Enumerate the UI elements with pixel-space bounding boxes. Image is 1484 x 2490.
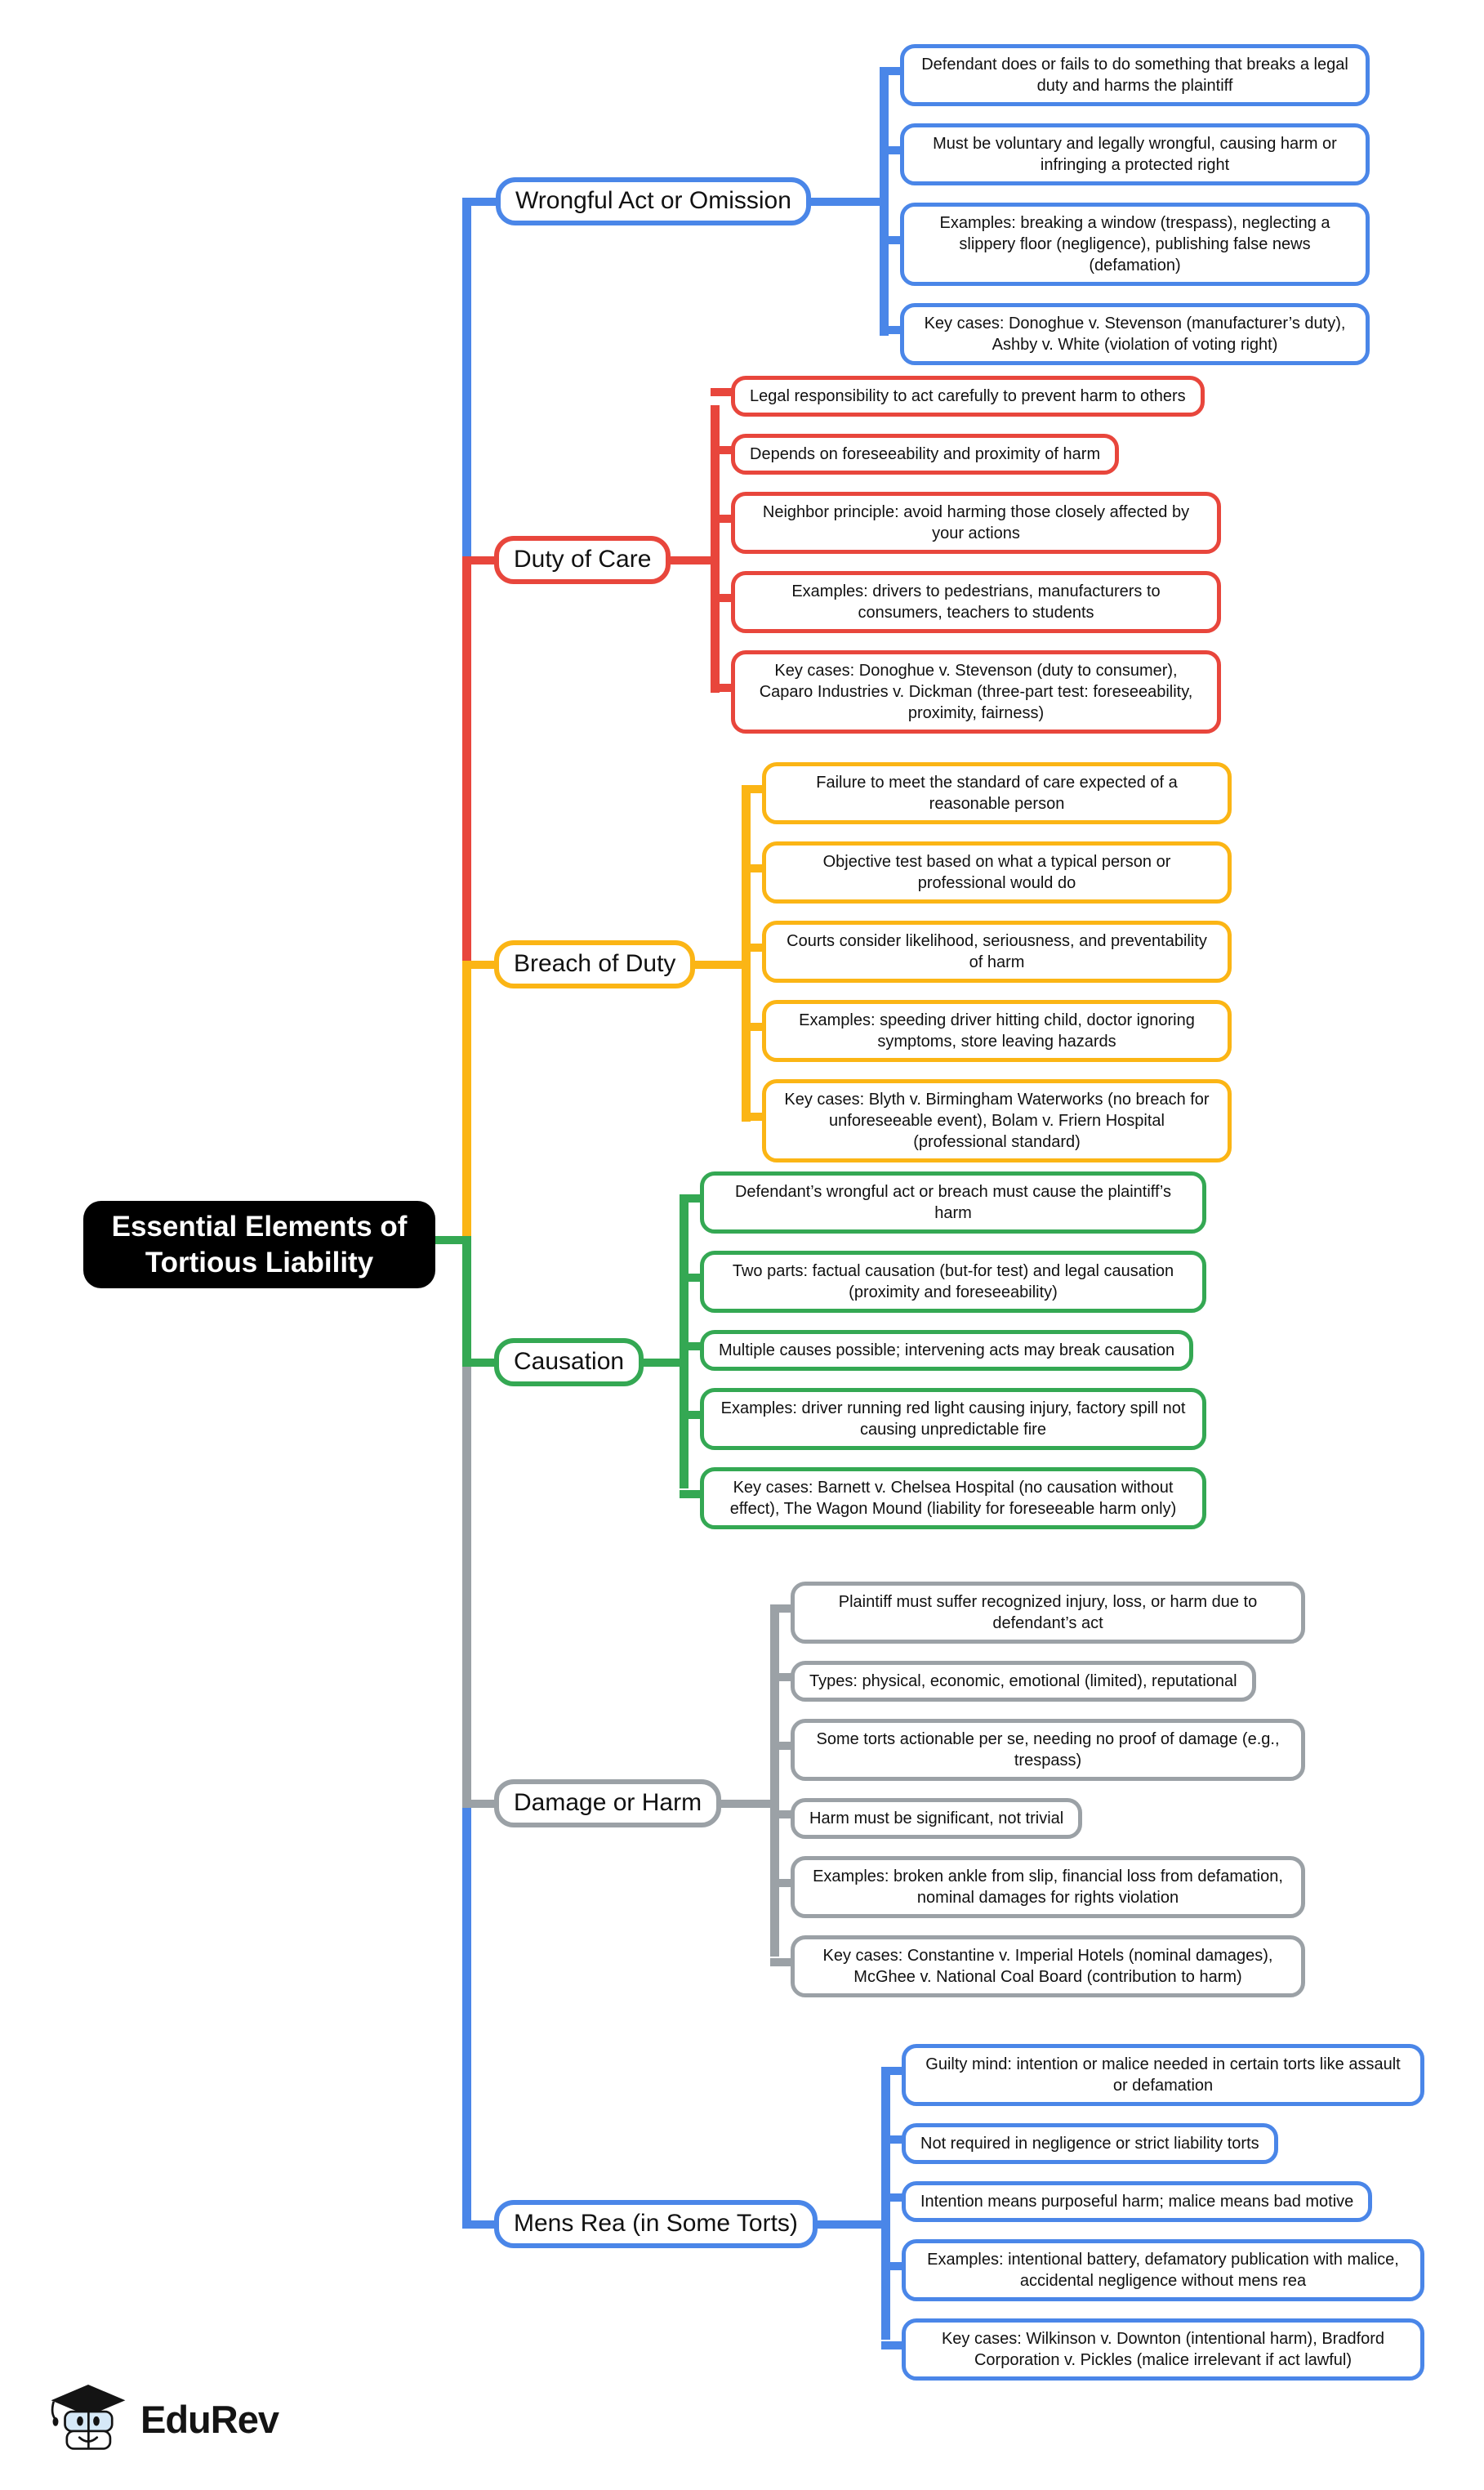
leaf-node: Multiple causes possible; intervening ac…	[679, 1330, 1194, 1371]
branch-label-breach-of-duty: Breach of Duty	[494, 940, 696, 988]
spine-segment-causation	[462, 1236, 471, 1367]
root-connector-line	[425, 1236, 471, 1244]
spine-segment-breach-of-duty	[462, 961, 471, 1244]
leaf-node: Examples: driver running red light causi…	[680, 1388, 1206, 1450]
leaf-node: Legal responsibility to act carefully to…	[711, 376, 1205, 417]
leaf-node: Harm must be significant, not trivial	[769, 1798, 1083, 1839]
leaf-node: Neighbor principle: avoid harming those …	[711, 492, 1221, 554]
graduation-cap-book-icon	[47, 2381, 129, 2457]
leaf-node: Examples: broken ankle from slip, financ…	[770, 1856, 1305, 1918]
leaf-node: Defendant’s wrongful act or breach must …	[680, 1171, 1206, 1234]
leaf-node: Defendant does or fails to do something …	[880, 44, 1370, 106]
spine-segment-mens-rea	[462, 1800, 471, 2229]
leaf-node: Examples: speeding driver hitting child,…	[742, 1000, 1232, 1062]
leaf-node: Guilty mind: intention or malice needed …	[881, 2044, 1424, 2106]
leaf-column-spine	[711, 405, 720, 693]
leaf-node: Plaintiff must suffer recognized injury,…	[770, 1582, 1305, 1644]
leaf-node: Intention means purposeful harm; malice …	[880, 2181, 1373, 2222]
leaf-column: Failure to meet the standard of care exp…	[742, 762, 1232, 1162]
leaf-node: Key cases: Wilkinson v. Downton (intenti…	[881, 2318, 1424, 2381]
edurev-logo: EduRev	[47, 2381, 279, 2457]
spine-segment-wrongful-act	[462, 198, 471, 564]
branch-label-causation: Causation	[494, 1338, 644, 1386]
leaf-node: Examples: breaking a window (trespass), …	[880, 203, 1370, 286]
leaf-column-spine	[880, 74, 889, 336]
leaf-node: Objective test based on what a typical p…	[742, 841, 1232, 904]
leaf-column: Legal responsibility to act carefully to…	[710, 376, 1221, 734]
leaf-node: Examples: drivers to pedestrians, manufa…	[711, 571, 1221, 633]
leaf-node: Key cases: Barnett v. Chelsea Hospital (…	[680, 1467, 1206, 1529]
leaf-node: Some torts actionable per se, needing no…	[770, 1719, 1305, 1781]
leaf-node: Failure to meet the standard of care exp…	[742, 762, 1232, 824]
leaf-column: Plaintiff must suffer recognized injury,…	[769, 1582, 1305, 1997]
leaf-node: Key cases: Constantine v. Imperial Hotel…	[770, 1935, 1305, 1997]
leaf-column-spine	[770, 1611, 779, 1957]
branch-label-wrongful-act-or-omission: Wrongful Act or Omission	[496, 177, 811, 225]
branch-label-mens-rea: Mens Rea (in Some Torts)	[494, 2200, 818, 2248]
leaf-column-spine	[881, 2073, 890, 2340]
spine-segment-duty-of-care	[462, 556, 471, 969]
leaf-node: Depends on foreseeability and proximity …	[710, 434, 1120, 475]
leaf-node: Examples: intentional battery, defamator…	[881, 2239, 1424, 2301]
leaf-node: Not required in negligence or strict lia…	[881, 2123, 1278, 2164]
leaf-node: Courts consider likelihood, seriousness,…	[742, 921, 1232, 983]
leaf-column-spine	[742, 792, 751, 1122]
leaf-node: Key cases: Donoghue v. Stevenson (manufa…	[880, 303, 1370, 365]
branch-label-duty-of-care: Duty of Care	[494, 536, 671, 584]
branch-label-damage-or-harm: Damage or Harm	[494, 1779, 722, 1827]
leaf-node: Key cases: Blyth v. Birmingham Waterwork…	[742, 1079, 1232, 1162]
leaf-node: Key cases: Donoghue v. Stevenson (duty t…	[711, 650, 1221, 734]
leaf-node: Types: physical, economic, emotional (li…	[770, 1661, 1256, 1702]
leaf-node: Must be voluntary and legally wrongful, …	[880, 123, 1370, 185]
root-node: Essential Elements of Tortious Liability	[83, 1201, 435, 1288]
leaf-column: Defendant’s wrongful act or breach must …	[679, 1171, 1206, 1529]
leaf-column: Defendant does or fails to do something …	[880, 44, 1370, 365]
edurev-logo-text: EduRev	[140, 2398, 279, 2441]
leaf-column: Guilty mind: intention or malice needed …	[880, 2044, 1424, 2381]
spine-segment-damage-or-harm	[462, 1359, 471, 1808]
leaf-node: Two parts: factual causation (but-for te…	[680, 1251, 1206, 1313]
